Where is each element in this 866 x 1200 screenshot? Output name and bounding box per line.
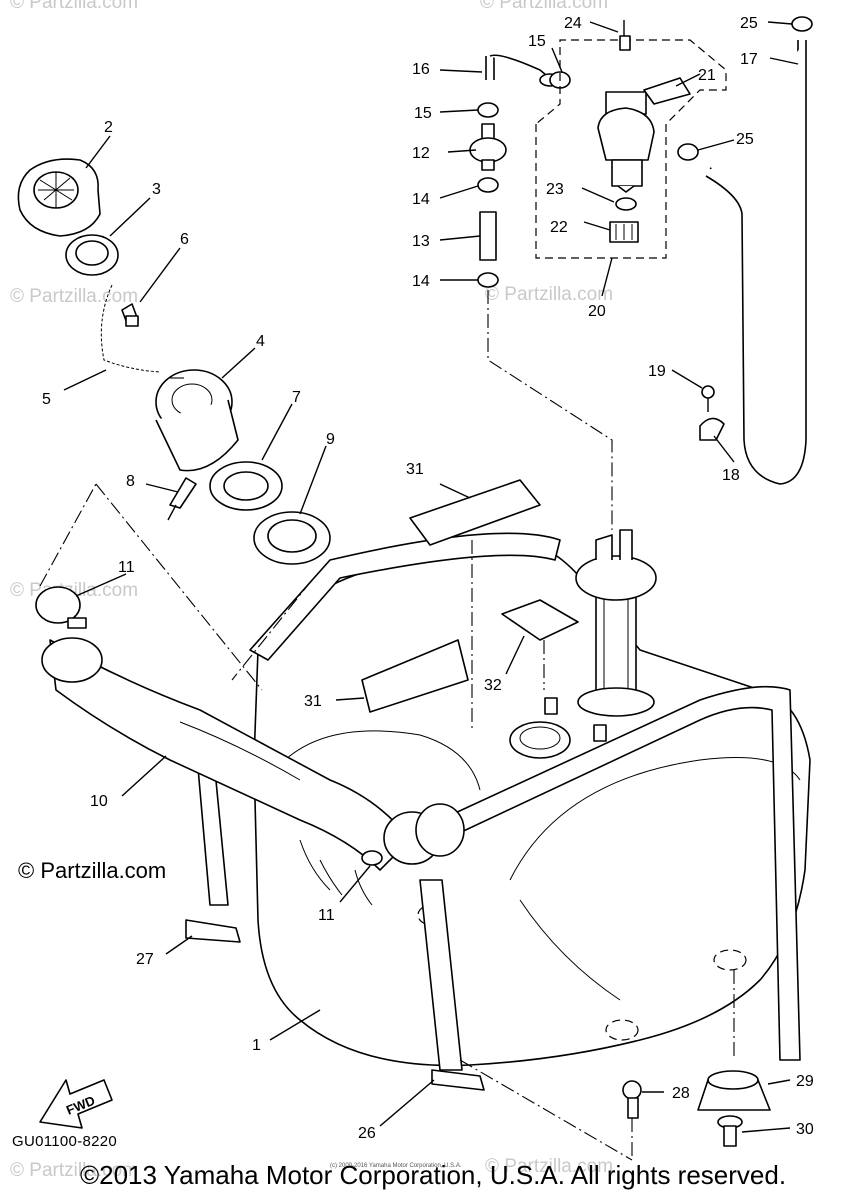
callout-32: 32 — [484, 677, 502, 694]
callout-17: 17 — [740, 51, 758, 68]
callout-9: 9 — [326, 431, 335, 448]
hose-clip-15 — [477, 71, 571, 118]
callout-12: 12 — [412, 145, 430, 162]
callout-20: 20 — [588, 303, 606, 320]
alignment-lines — [39, 290, 735, 1161]
valve — [167, 477, 197, 521]
filler-neck — [155, 369, 239, 472]
washer-23 — [615, 197, 637, 211]
callout-3: 3 — [152, 181, 161, 198]
callout-15: 15 — [414, 105, 432, 122]
screw-19 — [701, 385, 715, 412]
callout-31: 31 — [304, 693, 322, 710]
ring-7 — [209, 461, 283, 511]
fuel-sender — [575, 529, 657, 717]
screw — [121, 303, 139, 327]
callout-labels: 2 3 6 4 5 7 8 9 11 10 11 27 1 26 16 15 1… — [42, 15, 814, 1142]
watermark-text: © Partzilla.com — [485, 1156, 613, 1177]
callout-30: 30 — [796, 1121, 814, 1138]
callout-25: 25 — [736, 131, 754, 148]
bolt-28 — [622, 1080, 642, 1119]
callout-14: 14 — [412, 273, 430, 290]
callout-18: 18 — [722, 467, 740, 484]
callout-15: 15 — [528, 33, 546, 50]
callout-24: 24 — [564, 15, 582, 32]
callout-26: 26 — [358, 1125, 376, 1142]
ring-9 — [253, 511, 331, 565]
tank-strap — [185, 532, 801, 1091]
callout-23: 23 — [546, 181, 564, 198]
tiny-copyright: (c) 2009-2016 Yamaha Motor Corporation, … — [330, 1163, 462, 1169]
hose-clamp — [35, 586, 383, 866]
fuel-hose-16 — [485, 54, 561, 87]
callout-4: 4 — [256, 333, 265, 350]
bolt-30 — [717, 1115, 743, 1147]
copyright-footer: ©2013 Yamaha Motor Corporation, U.S.A. A… — [79, 1160, 787, 1190]
leader-lines — [63, 21, 799, 1133]
bolt-24 — [619, 20, 631, 51]
hose-clip-14 — [477, 177, 499, 288]
plug-22 — [609, 221, 639, 243]
callout-8: 8 — [126, 473, 135, 490]
cap-strap-chain — [100, 284, 161, 373]
callout-2: 2 — [104, 119, 113, 136]
watermark-text: © Partzilla.com — [485, 284, 613, 305]
fuel-cap — [17, 158, 101, 237]
fuel-filter-12 — [469, 123, 507, 171]
fuel-pump-20 — [535, 39, 727, 259]
callout-29: 29 — [796, 1073, 814, 1090]
rubber-mount-29 — [697, 1070, 771, 1111]
callout-28: 28 — [672, 1085, 690, 1102]
callout-27: 27 — [136, 951, 154, 968]
callout-10: 10 — [90, 793, 108, 810]
watermark-text: © Partzilla.com — [10, 286, 138, 307]
fwd-arrow: FWD — [39, 1079, 113, 1129]
clamp-18 — [699, 417, 725, 441]
filler-hose — [41, 637, 465, 871]
fuel-hose-13 — [479, 211, 497, 261]
callout-11: 11 — [118, 559, 135, 576]
callout-1: 1 — [252, 1037, 261, 1054]
callout-14: 14 — [412, 191, 430, 208]
callout-31: 31 — [406, 461, 424, 478]
cap-gasket — [65, 234, 119, 276]
callout-11: 11 — [318, 907, 335, 924]
callout-13: 13 — [412, 233, 430, 250]
callout-7: 7 — [292, 389, 301, 406]
fuel-hose-17 — [705, 40, 807, 485]
callout-6: 6 — [180, 231, 189, 248]
callout-19: 19 — [648, 363, 666, 380]
callout-16: 16 — [412, 61, 430, 78]
diagram-code: GU01100-8220 — [12, 1133, 118, 1150]
decal — [361, 479, 579, 713]
callout-25: 25 — [740, 15, 758, 32]
callout-21: 21 — [698, 67, 716, 84]
partzilla-watermark: © Partzilla.com — [18, 858, 167, 883]
hose-clip-25 — [677, 16, 813, 161]
callout-5: 5 — [42, 391, 51, 408]
watermark-text: © Partzilla.com — [10, 0, 138, 13]
watermark-text: © Partzilla.com — [480, 0, 608, 13]
filler-neck-boss — [509, 697, 607, 759]
callout-22: 22 — [550, 219, 568, 236]
watermark-text: © Partzilla.com — [10, 1160, 138, 1181]
